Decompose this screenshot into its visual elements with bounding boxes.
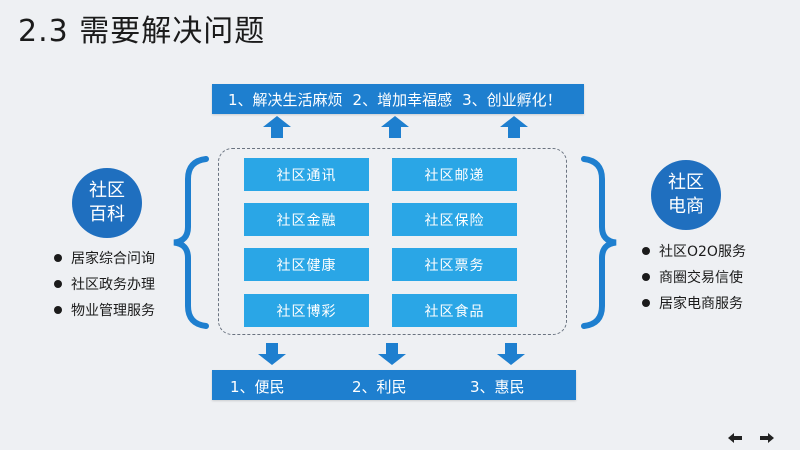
community-encyclopedia-circle: 社区 百科	[72, 168, 142, 238]
service-communication[interactable]: 社区通讯	[244, 158, 369, 191]
list-item: 社区政务办理	[54, 271, 155, 297]
list-item: 居家电商服务	[642, 290, 746, 316]
benefit-3: 3、惠民	[470, 378, 525, 396]
benefit-2: 2、利民	[352, 378, 407, 396]
goal-1: 1、解决生活麻烦	[228, 90, 343, 109]
down-arrow-icon	[378, 343, 406, 369]
bullet-icon	[54, 280, 62, 288]
service-food[interactable]: 社区食品	[392, 294, 517, 327]
service-insurance[interactable]: 社区保险	[392, 203, 517, 236]
down-arrow-icon	[258, 343, 286, 369]
list-item: 商圈交易信使	[642, 264, 746, 290]
page-title: 2.3 需要解决问题	[18, 14, 266, 49]
list-item: 居家综合问询	[54, 245, 155, 271]
left-bullet-list: 居家综合问询 社区政务办理 物业管理服务	[54, 245, 155, 323]
goal-3: 3、创业孵化！	[462, 90, 562, 109]
up-arrow-icon	[500, 116, 528, 142]
benefit-1: 1、便民	[230, 378, 285, 396]
service-health[interactable]: 社区健康	[244, 248, 369, 281]
goal-2: 2、增加幸福感	[352, 90, 453, 109]
bullet-icon	[642, 247, 650, 255]
service-finance[interactable]: 社区金融	[244, 203, 369, 236]
list-item: 物业管理服务	[54, 297, 155, 323]
right-bullet-list: 社区O2O服务 商圈交易信使 居家电商服务	[642, 238, 746, 316]
arrow-right-icon[interactable]	[760, 428, 774, 447]
bullet-icon	[54, 254, 62, 262]
benefits-banner: 1、便民 2、利民 3、惠民	[212, 370, 576, 400]
left-brace	[170, 155, 210, 334]
bullet-icon	[54, 306, 62, 314]
up-arrow-icon	[263, 116, 291, 142]
right-brace	[580, 155, 620, 334]
up-arrow-icon	[381, 116, 409, 142]
service-postal[interactable]: 社区邮递	[392, 158, 517, 191]
down-arrow-icon	[497, 343, 525, 369]
service-lottery[interactable]: 社区博彩	[244, 294, 369, 327]
bullet-icon	[642, 273, 650, 281]
list-item: 社区O2O服务	[642, 238, 746, 264]
community-ecommerce-circle: 社区 电商	[651, 160, 721, 230]
services-container	[218, 148, 567, 335]
goals-banner: 1、解决生活麻烦 2、增加幸福感 3、创业孵化！	[212, 84, 584, 114]
arrow-left-icon[interactable]	[728, 428, 742, 447]
service-ticketing[interactable]: 社区票务	[392, 248, 517, 281]
bullet-icon	[642, 299, 650, 307]
